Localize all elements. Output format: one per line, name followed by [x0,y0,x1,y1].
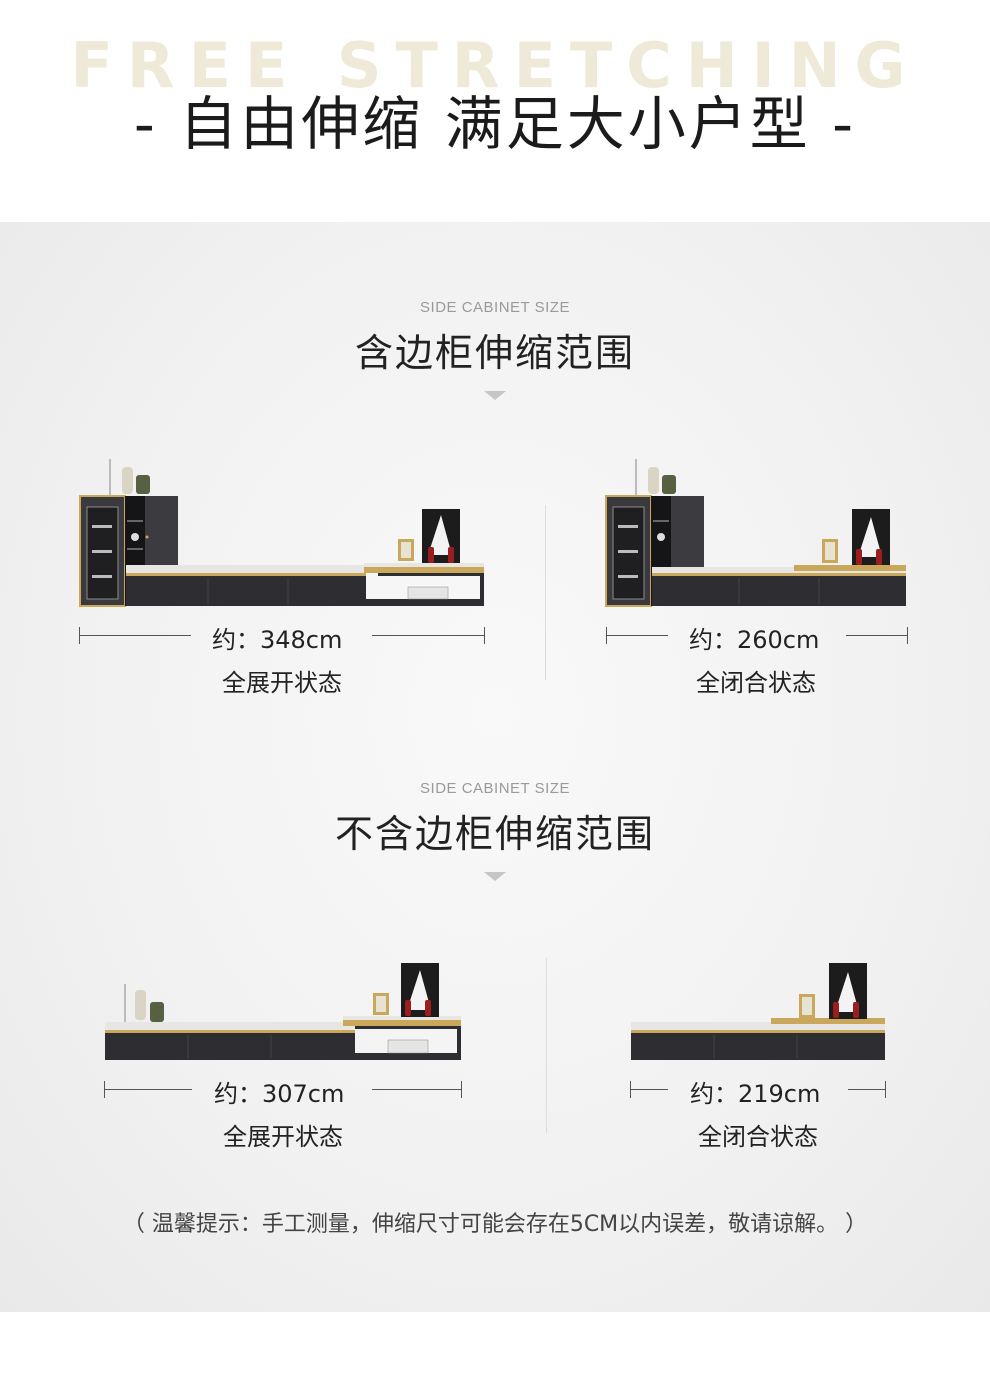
dimension-line: 约：219cm [630,1074,886,1108]
size-label: 约：348cm [212,626,343,654]
size-label: 约：307cm [214,1080,345,1108]
state-label: 全展开状态 [223,1123,343,1151]
header-banner: FREE STRETCHING - 自由伸缩 满足大小户型 - [0,0,990,222]
down-arrow-icon [484,872,506,881]
down-arrow-icon [484,391,506,400]
section-2-divider [546,958,547,1133]
size-label: 约：260cm [689,626,820,654]
page-title: - 自由伸缩 满足大小户型 - [133,90,857,158]
section-1-subtitle-en: SIDE CABINET SIZE [420,299,570,316]
state-label: 全闭合状态 [698,1123,818,1151]
dimension-line: 约：348cm [79,620,485,654]
section-2-title: 不含边柜伸缩范围 [334,812,655,856]
section-2-subtitle-en: SIDE CABINET SIZE [420,780,570,797]
state-label: 全闭合状态 [696,669,816,697]
tv-cabinet-without-side-extended-image [105,963,461,1060]
background-title: FREE STRETCHING [70,29,920,94]
section-1-title: 含边柜伸缩范围 [354,331,635,375]
dimension-line: 约：307cm [104,1074,462,1108]
tv-cabinet-with-side-closed-image [605,459,906,607]
tv-cabinet-without-side-closed-image [631,963,885,1060]
measurement-tip: （ 温馨提示：手工测量，伸缩尺寸可能会存在5CM以内误差，敬请谅解。 ） [122,1212,868,1237]
size-label: 约：219cm [690,1080,821,1108]
state-label: 全展开状态 [222,669,342,697]
tv-cabinet-with-side-extended-image [79,459,484,607]
content-panel [0,222,990,1312]
section-1-divider [545,505,546,680]
dimension-line: 约：260cm [606,620,908,654]
